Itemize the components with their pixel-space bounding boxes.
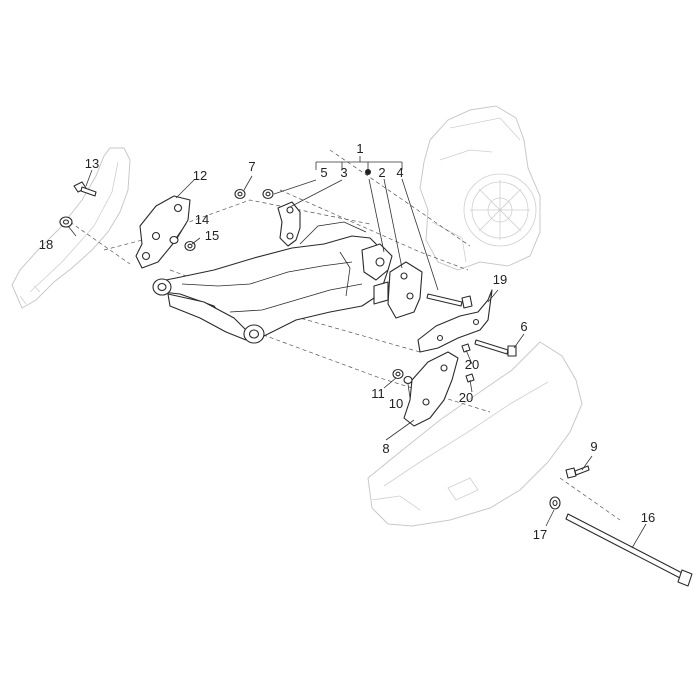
callout-2: 2	[378, 165, 385, 180]
body-panel-ghost	[367, 341, 583, 527]
nut-part-11	[392, 368, 404, 380]
callout-8: 8	[382, 441, 389, 456]
bolt-part-13	[73, 181, 97, 197]
plate-part-2	[387, 261, 423, 319]
bracket-part-8	[403, 351, 459, 427]
callout-7: 7	[248, 159, 255, 174]
bracket-part-12	[135, 195, 191, 269]
callout-6: 6	[520, 319, 527, 334]
callout-14: 14	[195, 212, 209, 227]
swing-arm	[152, 221, 393, 344]
washer-part-14	[169, 235, 179, 245]
callout-12: 12	[193, 168, 207, 183]
link-part-3	[277, 201, 301, 247]
callout-17: 17	[533, 527, 547, 542]
nut-part-18	[59, 216, 73, 228]
nut-part-7	[234, 188, 246, 200]
callout-4: 4	[396, 165, 403, 180]
callout-13: 13	[85, 156, 99, 171]
callout-9: 9	[590, 439, 597, 454]
bolt-part-6	[474, 339, 517, 357]
bolt-part-4	[426, 293, 473, 309]
callout-20-upper: 20	[465, 357, 479, 372]
callout-5: 5	[320, 165, 327, 180]
callout-1: 1	[356, 141, 363, 156]
washer-part-17	[549, 496, 561, 510]
callout-20-lower: 20	[459, 390, 473, 405]
callout-labels: 1 5 3 2 4 7 12 13 18 14 15 19 6 20 20 11…	[39, 141, 655, 542]
nut-part-5	[262, 188, 274, 200]
callout-16: 16	[641, 510, 655, 525]
bracket-part-19	[417, 289, 493, 353]
callout-19: 19	[493, 272, 507, 287]
callout-15: 15	[205, 228, 219, 243]
screw-part-20-upper	[461, 343, 471, 353]
group-marker-dot	[365, 169, 371, 175]
callout-18: 18	[39, 237, 53, 252]
callout-10: 10	[389, 396, 403, 411]
frame-fragment-left	[11, 147, 131, 309]
bolt-part-9	[565, 465, 590, 479]
callout-3: 3	[340, 165, 347, 180]
leader-lines	[67, 156, 647, 549]
callout-11: 11	[371, 386, 385, 401]
washer-part-10	[403, 375, 413, 385]
bolt-part-16	[565, 513, 693, 587]
screw-part-20-lower	[465, 373, 475, 383]
engine-ghost	[419, 105, 541, 271]
